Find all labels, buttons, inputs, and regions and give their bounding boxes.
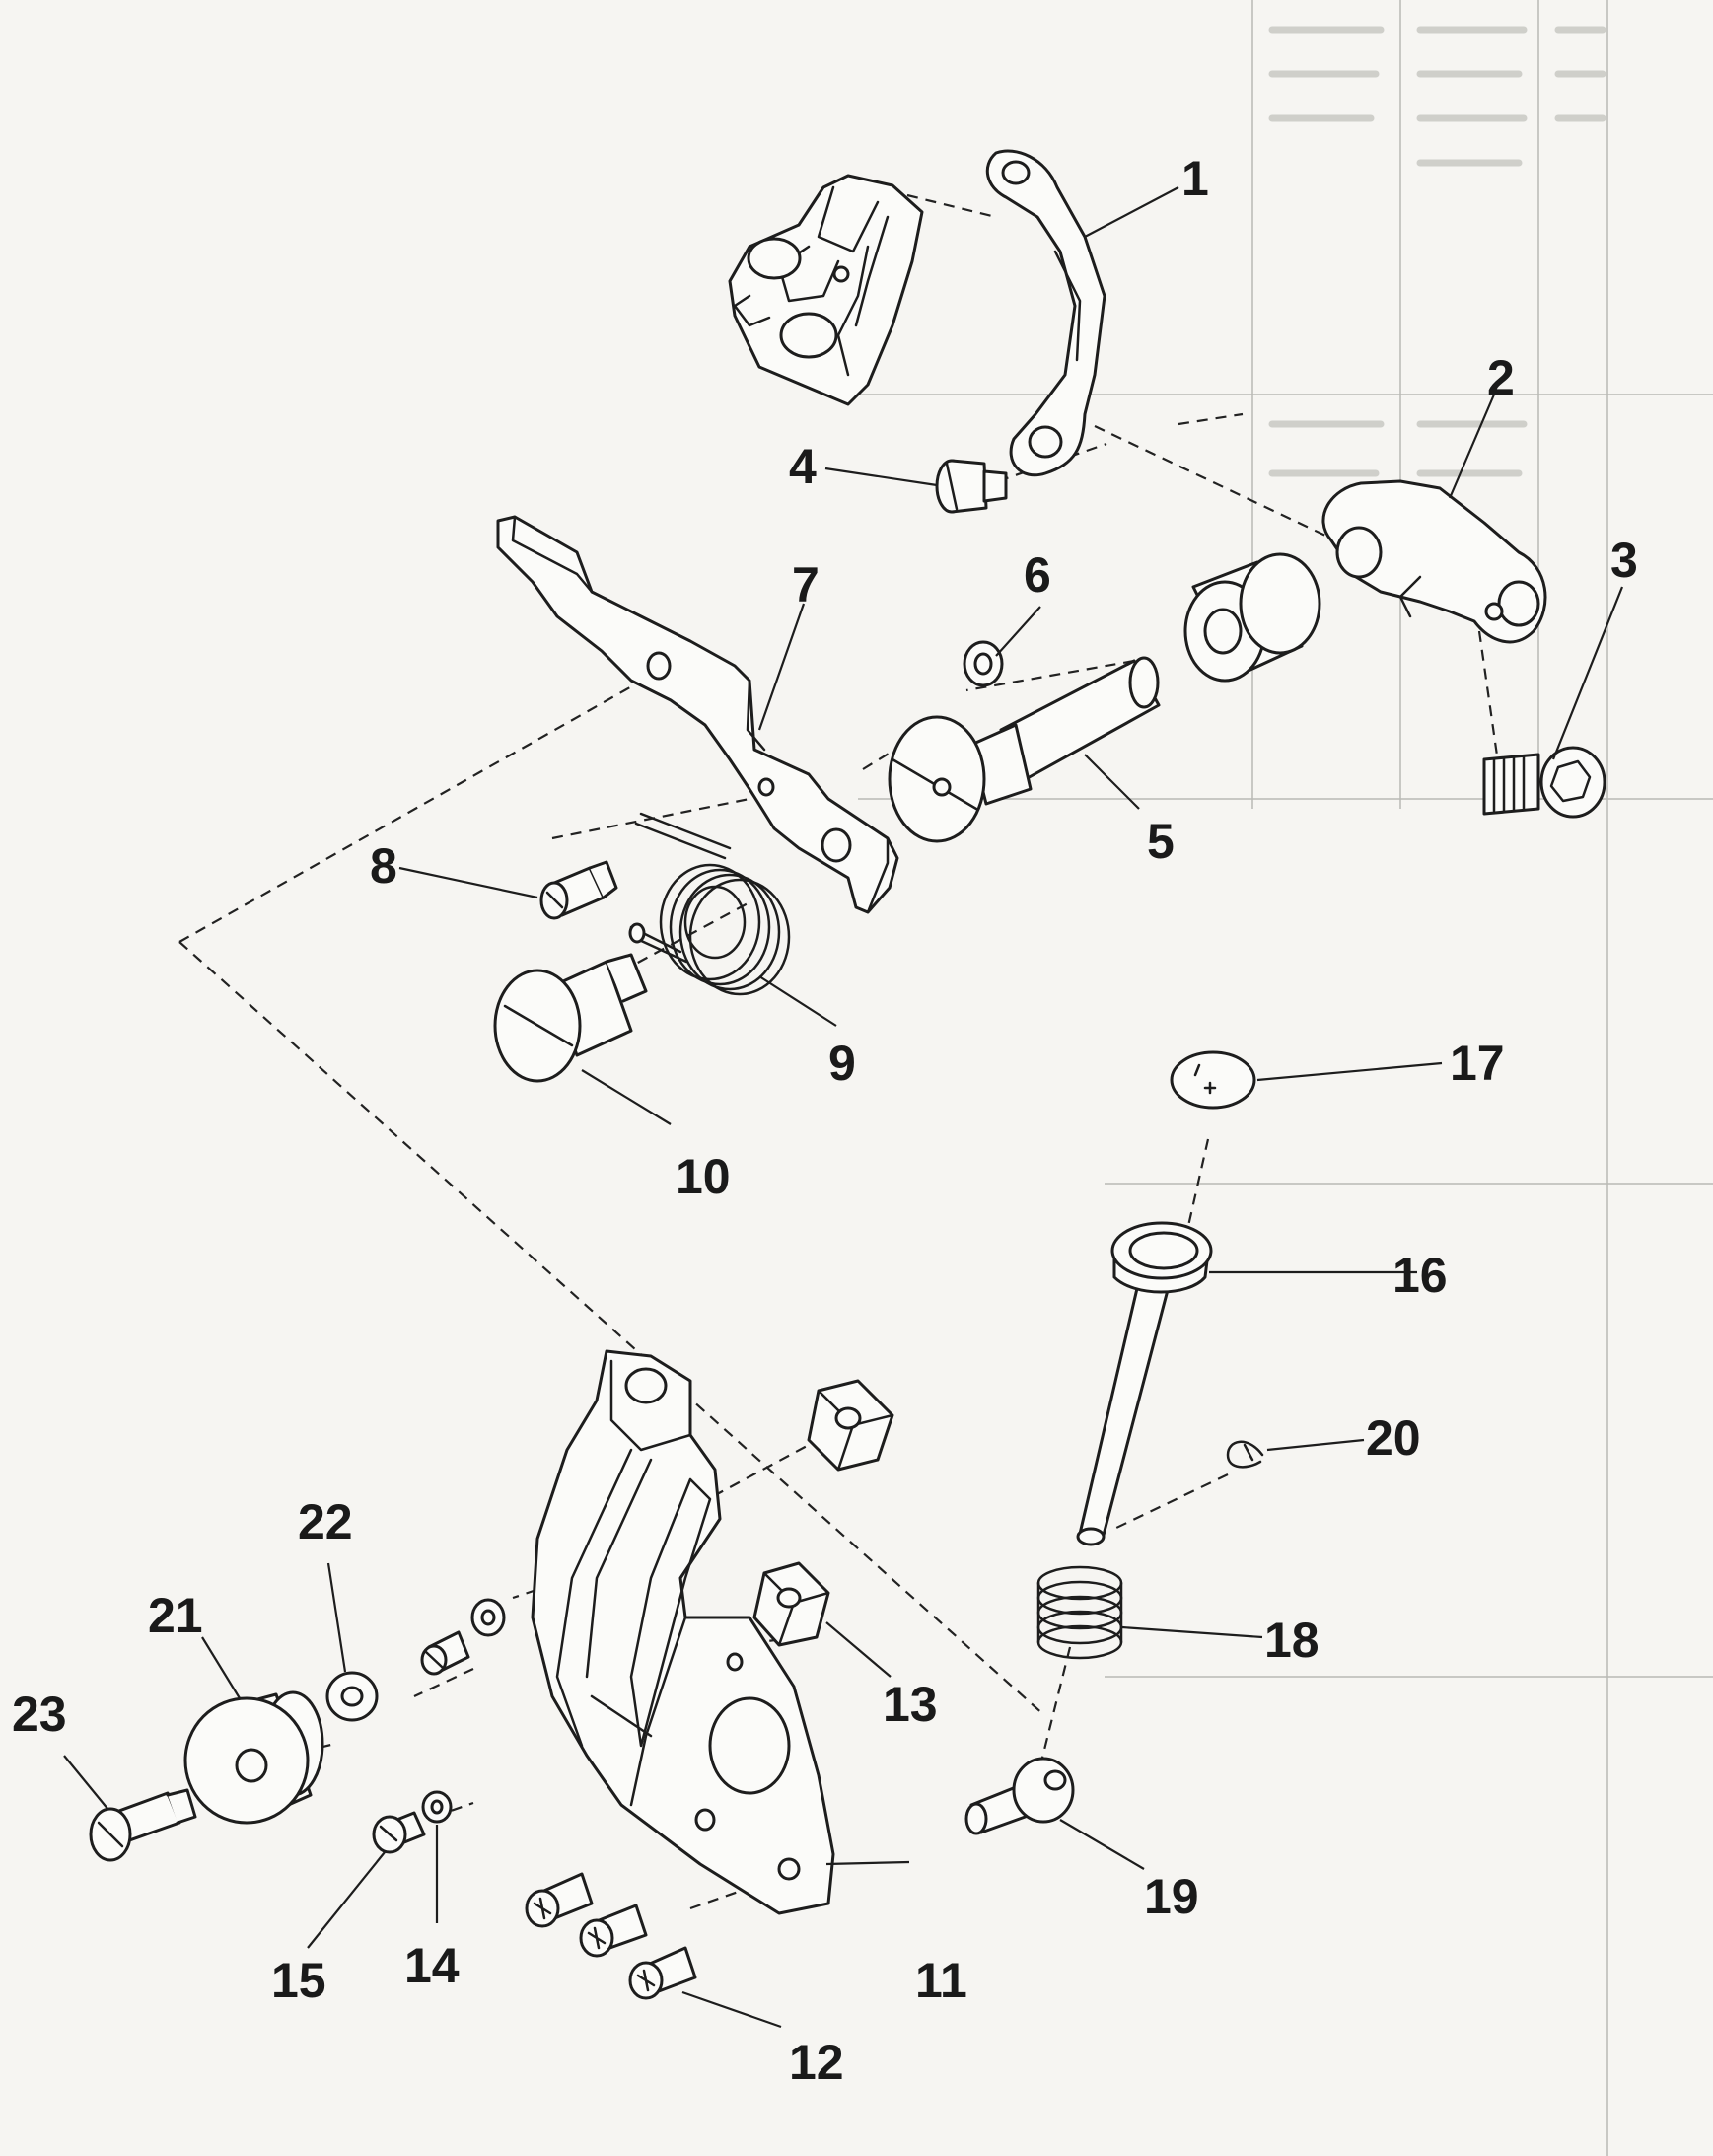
snap-ring-part-20 bbox=[1226, 1440, 1264, 1469]
callout-21: 21 bbox=[148, 1588, 203, 1643]
link-arm-part-1 bbox=[985, 149, 1106, 477]
bushing-part bbox=[1183, 552, 1321, 683]
screw-part-10 bbox=[493, 953, 648, 1083]
lever-part-7 bbox=[496, 515, 899, 914]
callout-17: 17 bbox=[1450, 1036, 1505, 1091]
screws-part-12 bbox=[525, 1872, 697, 2000]
callout-18: 18 bbox=[1264, 1613, 1320, 1668]
washer-part-6 bbox=[963, 640, 1004, 687]
callout-16: 16 bbox=[1392, 1248, 1448, 1303]
square-nut-part-13 bbox=[752, 1561, 830, 1647]
collar-part-19 bbox=[964, 1757, 1075, 1835]
shaft-part-5 bbox=[888, 656, 1161, 843]
roller-part-21 bbox=[183, 1690, 324, 1825]
crank-part-2 bbox=[1321, 479, 1547, 644]
callout-10: 10 bbox=[676, 1149, 731, 1204]
washer-part-22 bbox=[325, 1671, 379, 1722]
bolt-part-3 bbox=[1482, 746, 1606, 819]
callout-15: 15 bbox=[271, 1953, 326, 2008]
plunger-part-16 bbox=[1076, 1221, 1213, 1546]
washer-screw-pair bbox=[420, 1598, 506, 1676]
spring-part-18 bbox=[1036, 1565, 1123, 1660]
spring-part-9 bbox=[628, 812, 791, 996]
screw-part-15 bbox=[372, 1811, 426, 1854]
callout-5: 5 bbox=[1147, 814, 1175, 869]
callout-7: 7 bbox=[792, 557, 820, 612]
callout-6: 6 bbox=[1024, 547, 1051, 603]
washer-part-14 bbox=[421, 1790, 453, 1824]
pin-part-8 bbox=[539, 860, 618, 920]
square-nut-part-top bbox=[807, 1379, 894, 1472]
leader-lines bbox=[63, 186, 1624, 2029]
mounting-plate-part-11 bbox=[531, 1349, 835, 1915]
bracket-housing-part bbox=[728, 174, 924, 406]
callout-13: 13 bbox=[883, 1677, 938, 1732]
callout-14: 14 bbox=[404, 1938, 460, 1993]
callout-labels: 1 2 3 4 5 6 7 8 9 10 11 12 13 14 15 16 1… bbox=[12, 151, 1638, 2090]
callout-4: 4 bbox=[789, 439, 817, 494]
callout-12: 12 bbox=[789, 2035, 844, 2090]
callout-2: 2 bbox=[1487, 350, 1515, 405]
callout-9: 9 bbox=[828, 1036, 856, 1091]
screw-part-23 bbox=[89, 1788, 197, 1862]
callout-19: 19 bbox=[1144, 1869, 1199, 1924]
callout-22: 22 bbox=[298, 1494, 353, 1549]
callout-1: 1 bbox=[1181, 151, 1209, 206]
callout-23: 23 bbox=[12, 1687, 67, 1742]
screw-part-4 bbox=[935, 459, 1008, 514]
callout-3: 3 bbox=[1610, 533, 1638, 588]
callout-20: 20 bbox=[1366, 1410, 1421, 1466]
callout-11: 11 bbox=[915, 1953, 967, 2008]
cap-part-17 bbox=[1170, 1050, 1256, 1110]
callout-8: 8 bbox=[370, 838, 397, 894]
